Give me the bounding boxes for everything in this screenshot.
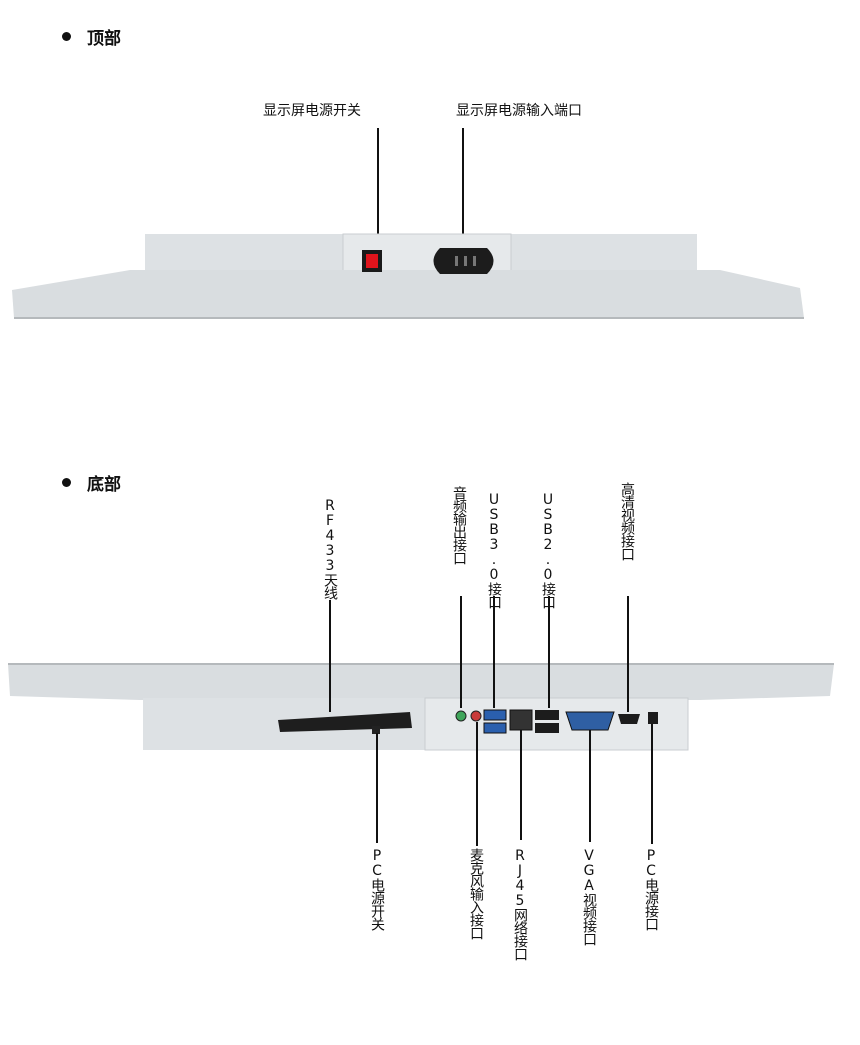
label-pc-power-port: PC电源接口 bbox=[643, 848, 659, 930]
top-section-title: 顶部 bbox=[62, 24, 121, 49]
audio-out-jack bbox=[455, 710, 467, 722]
leader-line-rj45 bbox=[520, 730, 522, 840]
leader-line-hdmi bbox=[627, 596, 629, 712]
label-mic-in: 麦克风输入接口 bbox=[468, 848, 484, 939]
leader-line-usb2 bbox=[548, 596, 550, 708]
usb2-port-2 bbox=[535, 723, 559, 733]
label-usb2: USB2.0接口 bbox=[540, 492, 556, 608]
bullet-icon bbox=[62, 32, 71, 41]
top-front-bezel bbox=[12, 270, 804, 318]
top-title-text: 顶部 bbox=[87, 29, 121, 49]
vga-port bbox=[565, 711, 615, 731]
rj45-port bbox=[509, 709, 533, 731]
mic-in-jack bbox=[470, 710, 482, 722]
bottom-section-title: 底部 bbox=[62, 470, 121, 495]
usb2-port-1 bbox=[535, 710, 559, 720]
leader-line-display-power-switch bbox=[377, 128, 379, 248]
top-monitor-view bbox=[12, 233, 804, 319]
leader-line-rf433-antenna bbox=[329, 600, 331, 712]
leader-line-pc-power-switch bbox=[376, 733, 378, 843]
leader-line-audio-out bbox=[460, 596, 462, 708]
leader-line-pc-power-port bbox=[651, 724, 653, 844]
label-audio-out: 音频输出接口 bbox=[451, 486, 467, 564]
pc-power-switch-shape bbox=[372, 726, 380, 734]
display-power-input-socket bbox=[433, 248, 494, 274]
label-display-power-input: 显示屏电源输入端口 bbox=[456, 103, 582, 119]
leader-line-vga bbox=[589, 730, 591, 842]
bottom-front-bezel bbox=[8, 664, 834, 700]
usb3-port-1 bbox=[483, 709, 507, 721]
leader-line-mic-in bbox=[476, 722, 478, 846]
bottom-title-text: 底部 bbox=[87, 475, 121, 495]
bullet-icon bbox=[62, 478, 71, 487]
hdmi-port bbox=[618, 714, 640, 724]
label-vga: VGA视频接口 bbox=[581, 848, 597, 945]
label-display-power-switch: 显示屏电源开关 bbox=[263, 103, 361, 119]
pc-power-port-shape bbox=[648, 712, 658, 724]
label-rf433-antenna: RF433天线 bbox=[322, 498, 338, 599]
display-power-switch-red bbox=[366, 254, 378, 268]
label-rj45: RJ45网络接口 bbox=[512, 848, 528, 960]
bottom-monitor-view bbox=[8, 663, 834, 751]
leader-line-display-power-input bbox=[462, 128, 464, 248]
label-pc-power-switch: PC电源开关 bbox=[369, 848, 385, 930]
label-hdmi: 高清视频接口 bbox=[619, 482, 635, 560]
leader-line-usb3 bbox=[493, 596, 495, 708]
usb3-port-2 bbox=[483, 722, 507, 734]
label-usb3: USB3.0接口 bbox=[486, 492, 502, 608]
